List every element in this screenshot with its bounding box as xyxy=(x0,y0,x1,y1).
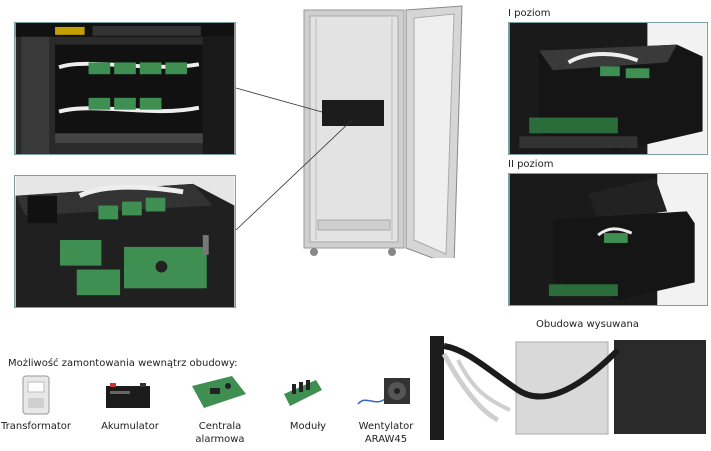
alarm-panel-icon xyxy=(190,374,248,410)
level-1-label: I poziom xyxy=(508,8,551,19)
photo-board-tray xyxy=(14,175,236,308)
level-2-illustration xyxy=(509,174,707,305)
photo-level-1 xyxy=(508,22,708,155)
rack-cabinet-image xyxy=(296,4,474,267)
photo-level-2 xyxy=(508,173,708,306)
item-caption-fan: Wentylator ARAW45 xyxy=(358,421,414,445)
mounting-heading: Możliwość zamontowania wewnątrz obudowy: xyxy=(8,358,238,369)
level-2-label: II poziom xyxy=(508,159,554,170)
modules-icon xyxy=(282,376,324,410)
rack-interior-illustration xyxy=(15,23,235,154)
transformer-icon xyxy=(20,374,52,416)
cabinet-illustration xyxy=(303,5,463,267)
battery-icon xyxy=(104,382,152,410)
item-caption-battery: Akumulator xyxy=(101,421,159,432)
item-caption-transformer: Transformator xyxy=(0,421,72,432)
photo-rack-interior-top xyxy=(14,22,236,155)
board-tray-illustration xyxy=(15,176,235,307)
item-caption-modules: Moduły xyxy=(289,421,327,432)
slideout-enclosure-image xyxy=(428,330,710,444)
level-1-illustration xyxy=(509,23,707,154)
slideout-label: Obudowa wysuwana xyxy=(536,319,639,330)
fan-icon xyxy=(356,374,414,412)
item-caption-alarm-panel: Centrala alarmowa xyxy=(195,421,245,445)
